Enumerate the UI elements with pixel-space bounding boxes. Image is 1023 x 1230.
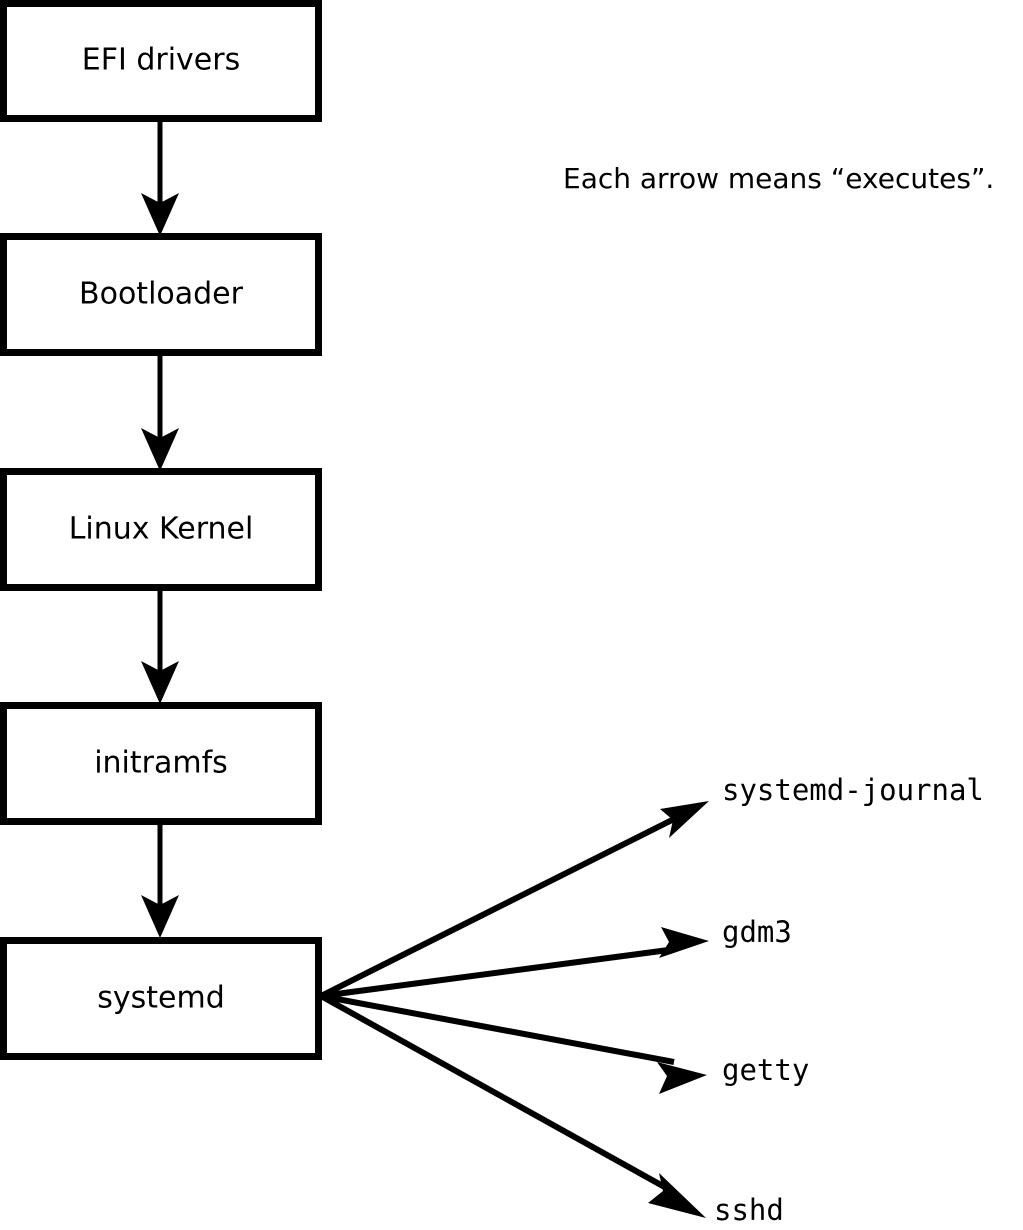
diagram-caption: Each arrow means “executes”. <box>563 162 994 195</box>
leaf-label-getty: getty <box>722 1053 809 1087</box>
node-label-efi-drivers: EFI drivers <box>82 43 240 78</box>
arrow-head-icon <box>648 1173 706 1218</box>
arrow-head-down-icon <box>141 895 179 938</box>
node-initramfs[interactable]: initramfs <box>0 702 322 825</box>
leaf-label-sshd: sshd <box>714 1193 784 1227</box>
edge-systemd-to-gdm3 <box>320 927 709 999</box>
node-bootloader[interactable]: Bootloader <box>0 233 322 356</box>
edge-systemd-to-sshd <box>319 993 706 1218</box>
node-label-initramfs: initramfs <box>94 746 228 781</box>
leaf-label-gdm3: gdm3 <box>722 915 792 949</box>
arrow-head-icon <box>660 801 709 838</box>
node-systemd[interactable]: systemd <box>0 937 322 1060</box>
node-label-systemd: systemd <box>97 981 225 1016</box>
edge-kernel-to-initramfs <box>141 588 179 704</box>
edge-systemd-to-getty <box>320 993 707 1094</box>
edge-efi-to-bootloader <box>141 118 179 236</box>
edge-bootloader-to-kernel <box>141 353 179 471</box>
node-label-linux-kernel: Linux Kernel <box>69 512 254 547</box>
node-linux-kernel[interactable]: Linux Kernel <box>0 468 322 591</box>
node-label-bootloader: Bootloader <box>79 277 244 312</box>
arrow-head-down-icon <box>141 193 179 236</box>
edge-systemd-to-systemd-journal <box>319 801 709 999</box>
arrow-head-icon <box>657 1062 707 1094</box>
edge-initramfs-to-systemd <box>141 822 179 938</box>
node-efi-drivers[interactable]: EFI drivers <box>0 0 322 122</box>
arrow-head-down-icon <box>141 661 179 704</box>
arrow-head-down-icon <box>141 428 179 471</box>
leaf-label-systemd-journal: systemd-journal <box>722 773 984 807</box>
arrow-head-icon <box>659 927 709 958</box>
